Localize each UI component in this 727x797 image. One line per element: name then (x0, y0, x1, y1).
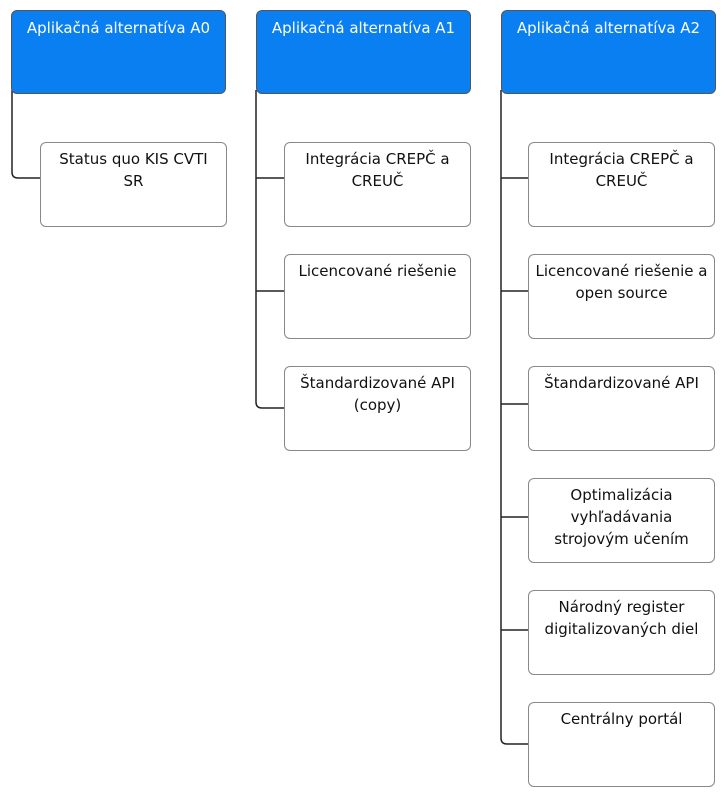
node-label: Status quo KIS CVTI SR (59, 150, 208, 190)
node-label: Národný register digitalizovaných diel (544, 598, 699, 638)
connector (11, 90, 40, 179)
header-label: Aplikačná alternatíva A0 (26, 19, 211, 37)
header-a0[interactable]: Aplikačná alternatíva A0 (11, 10, 226, 94)
node-a1-2[interactable]: Licencované riešenie (284, 254, 471, 339)
node-label: Licencované riešenie a open source (535, 262, 708, 302)
header-a2[interactable]: Aplikačná alternatíva A2 (501, 10, 716, 94)
header-label: Aplikačná alternatíva A1 (271, 19, 456, 37)
node-a2-5[interactable]: Národný register digitalizovaných diel (528, 590, 715, 675)
node-label: Integrácia CREPČ a CREUČ (305, 150, 450, 190)
node-a1-3[interactable]: Štandardizované API (copy) (284, 366, 471, 451)
node-a2-4[interactable]: Optimalizácia vyhľadávania strojovým uče… (528, 478, 715, 563)
node-a2-2[interactable]: Licencované riešenie a open source (528, 254, 715, 339)
connector-group-a2 (500, 90, 528, 745)
node-label: Integrácia CREPČ a CREUČ (549, 150, 694, 190)
header-label: Aplikačná alternatíva A2 (516, 19, 701, 37)
node-label: Centrálny portál (560, 710, 683, 728)
node-label: Optimalizácia vyhľadávania strojovým uče… (554, 486, 689, 548)
node-a2-6[interactable]: Centrálny portál (528, 702, 715, 787)
node-a0-1[interactable]: Status quo KIS CVTI SR (40, 142, 227, 227)
node-a2-3[interactable]: Štandardizované API (528, 366, 715, 451)
node-label: Štandardizované API (copy) (300, 374, 455, 414)
node-label: Licencované riešenie (298, 262, 457, 280)
connector-group-a1 (255, 90, 284, 409)
node-a1-1[interactable]: Integrácia CREPČ a CREUČ (284, 142, 471, 227)
node-label: Štandardizované API (544, 374, 699, 392)
node-a2-1[interactable]: Integrácia CREPČ a CREUČ (528, 142, 715, 227)
header-a1[interactable]: Aplikačná alternatíva A1 (256, 10, 471, 94)
